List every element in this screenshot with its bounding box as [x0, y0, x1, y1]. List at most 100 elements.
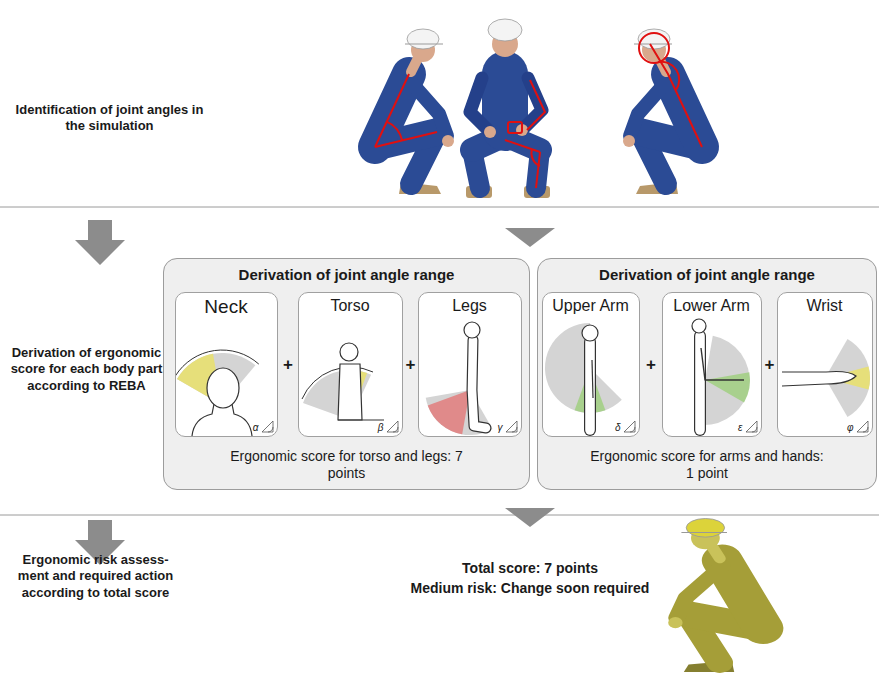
- body-part-card: Lower Arm ε: [662, 292, 762, 437]
- row-divider: [0, 515, 879, 516]
- torso: [482, 74, 528, 128]
- step-label: Identification of joint angles in the si…: [12, 102, 207, 135]
- body-part-card: Wrist φ: [777, 292, 873, 437]
- angle-icon: [262, 421, 273, 432]
- angle-icon: [857, 421, 868, 432]
- angle-line: [375, 74, 409, 147]
- panel-fill: [163, 258, 530, 490]
- step-label: Ergonomic risk assess- ment and required…: [8, 552, 183, 601]
- lower-arm-range: [692, 319, 750, 430]
- helmet: [488, 19, 522, 41]
- plus-sign: +: [764, 354, 776, 375]
- body-outline: [192, 404, 252, 436]
- range-sector: [701, 336, 749, 425]
- group-panel: Derivation of joint angle rangeErgonomic…: [163, 258, 530, 490]
- head-outline: [340, 343, 358, 361]
- angle-line: [527, 80, 545, 130]
- worker-front-view: [466, 19, 550, 198]
- body-part-name: Legs: [452, 296, 487, 315]
- panel-heading: Derivation of joint angle range: [239, 266, 455, 284]
- head-outline: [692, 319, 706, 333]
- angle-marker: [639, 33, 669, 63]
- score-text: Ergonomic score for arms and hands: 1 po…: [586, 448, 828, 482]
- angle-arc: [387, 122, 402, 141]
- angle-arc: [531, 149, 540, 166]
- body-outline: [694, 336, 706, 430]
- wrist-range: [782, 339, 870, 417]
- flow-chevron: [505, 228, 555, 247]
- arm-outline: [592, 360, 593, 398]
- card-fill: [175, 292, 278, 437]
- angle-arc: [658, 62, 679, 90]
- body-part-card: Neck α: [175, 292, 278, 437]
- angle-icon: [506, 421, 517, 432]
- hand-outline: [782, 372, 856, 387]
- neck-range: [175, 350, 258, 436]
- risk-level: Medium risk: Change soon required: [380, 580, 680, 598]
- seat-line: [338, 419, 384, 420]
- torso-range: [302, 343, 384, 420]
- angle-marker: [508, 122, 522, 133]
- angle-icon: [746, 421, 757, 432]
- range-sector: [545, 323, 622, 413]
- angle-symbol: ε: [738, 423, 742, 433]
- angle-line: [375, 132, 437, 147]
- worker-side-view: [623, 29, 702, 194]
- card-fill: [418, 292, 522, 437]
- arm-outline: [701, 348, 744, 380]
- angle-icon: [387, 421, 398, 432]
- body-fill: [695, 336, 705, 430]
- legs-range: [426, 322, 493, 435]
- leg-outline: [472, 340, 486, 428]
- card-fill: [662, 292, 762, 437]
- body-outline: [584, 342, 596, 430]
- angle-symbol: δ: [615, 423, 621, 433]
- head-outline: [582, 325, 598, 341]
- leg-fill: [472, 340, 486, 428]
- head-outline: [207, 368, 239, 408]
- panel-heading: Derivation of joint angle range: [599, 266, 815, 284]
- plus-sign: +: [405, 354, 417, 375]
- body-part-name: Torso: [330, 296, 369, 315]
- group-panel: Derivation of joint angle rangeErgonomic…: [537, 258, 877, 490]
- angle-line: [536, 152, 540, 188]
- angle-symbol: φ: [847, 423, 854, 433]
- body-part-card: Upper Arm δ: [542, 292, 640, 437]
- arm: [470, 78, 488, 130]
- body-part-name: Neck: [204, 296, 247, 319]
- body-outline: [338, 364, 362, 420]
- angle-line: [650, 44, 702, 147]
- hand: [484, 126, 496, 138]
- plus-sign: +: [282, 354, 294, 375]
- upper-arm-range: [545, 323, 622, 430]
- flow-chevron: [505, 508, 555, 527]
- angle-symbol: α: [253, 423, 259, 433]
- head-outline: [464, 322, 480, 338]
- body-part-name: Upper Arm: [552, 296, 628, 315]
- card-fill: [777, 292, 873, 437]
- body-part-card: Torso β: [298, 292, 403, 437]
- step-label: Derivation of ergonomic score for each b…: [8, 345, 165, 394]
- card-fill: [542, 292, 640, 437]
- angle-symbol: β: [378, 423, 384, 433]
- score-sector: [428, 390, 470, 434]
- angle-line: [505, 140, 540, 152]
- angle-symbol: γ: [498, 423, 503, 433]
- range-arc: [302, 367, 373, 399]
- score-text: Ergonomic score for torso and legs: 7 po…: [226, 448, 468, 482]
- flow-arrow: [75, 220, 125, 265]
- risk-colored-worker: [668, 519, 763, 672]
- body-part-card: Legs γ: [418, 292, 522, 437]
- angle-icon: [624, 421, 635, 432]
- total-score: Total score: 7 points: [380, 560, 680, 578]
- row-divider: [0, 207, 879, 208]
- score-sector: [705, 372, 750, 402]
- body-part-name: Lower Arm: [673, 296, 749, 315]
- panel-fill: [537, 258, 877, 490]
- body-fill: [585, 342, 595, 430]
- angle-annotation: [375, 33, 702, 188]
- card-fill: [298, 292, 403, 437]
- worker-side-view: [375, 29, 454, 194]
- plus-sign: +: [645, 354, 657, 375]
- body-part-name: Wrist: [806, 296, 842, 315]
